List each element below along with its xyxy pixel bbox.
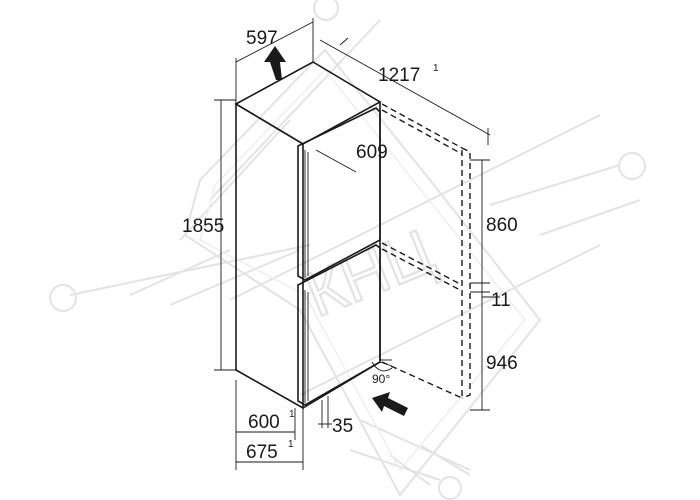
dim-upper-door-label: 860 xyxy=(486,215,518,236)
airflow-up-arrow-icon xyxy=(264,46,286,80)
dim-lower-door-label: 946 xyxy=(486,353,518,374)
dim-door-angle-label: 90° xyxy=(372,372,390,386)
dim-depth-handle-sup: 1 xyxy=(288,439,294,450)
dim-total-depth-sup: 1 xyxy=(433,63,439,74)
dim-door-width-label: 609 xyxy=(356,142,388,163)
watermark-circle-top xyxy=(313,0,339,21)
watermark-circle-right xyxy=(618,152,646,180)
dim-total-depth-label: 1217 xyxy=(378,65,420,86)
dim-door-gap-label: 11 xyxy=(491,290,511,311)
dimension-lines xyxy=(214,18,500,470)
dim-wall-clearance-label: 35 xyxy=(332,416,353,437)
dim-depth-label: 600 xyxy=(248,412,280,433)
open-door-outline xyxy=(381,103,471,399)
dim-width-label: 597 xyxy=(246,28,278,49)
watermark-circle-left xyxy=(49,284,77,312)
dim-depth-handle-label: 675 xyxy=(246,442,278,463)
dim-height-label: 1855 xyxy=(182,216,224,237)
dim-depth-sup: 1 xyxy=(289,409,295,420)
watermark-circle-bottom xyxy=(438,476,462,500)
airflow-in-arrow-icon xyxy=(372,392,408,416)
